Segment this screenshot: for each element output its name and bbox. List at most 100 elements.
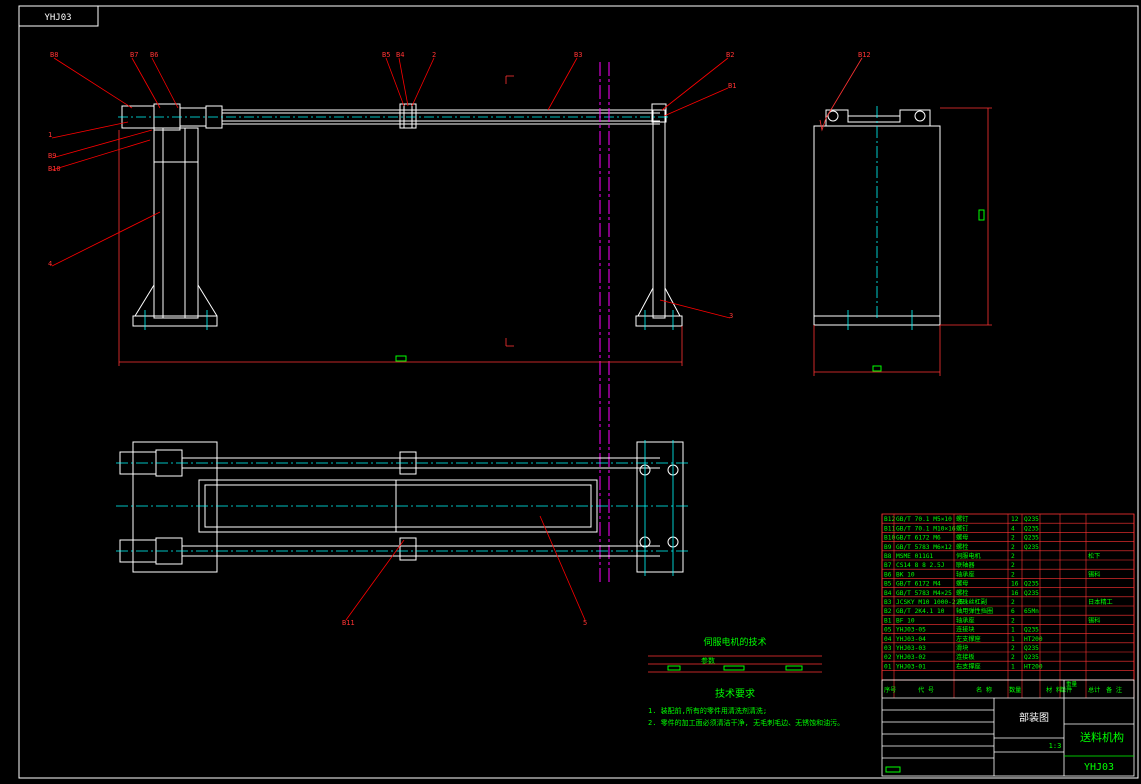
bom-no: B12 xyxy=(884,516,895,523)
bom-code: MSME 011G1 xyxy=(896,553,934,560)
servo-val-3 xyxy=(785,665,803,671)
top-centerlines xyxy=(116,440,690,576)
bom-no: B11 xyxy=(884,525,895,532)
bom-name: 滑块 xyxy=(956,644,968,652)
leader-b2: B2 xyxy=(726,51,734,59)
bom-code: YHJ03-04 xyxy=(896,636,926,643)
tech-title: 技术要求 xyxy=(715,687,755,700)
drawing-type: 部装图 xyxy=(1019,711,1049,724)
top-leader-labels: B11 5 xyxy=(342,619,587,627)
bom-code: YHJ03-03 xyxy=(896,645,926,652)
bom-code: GB/T 5783 M6×12 xyxy=(896,544,952,551)
bom-no: B10 xyxy=(884,535,895,542)
bom-note: 锡科 xyxy=(1088,570,1100,578)
bom-no: 04 xyxy=(884,636,892,643)
bom-no: B4 xyxy=(884,590,892,597)
bom-no: B8 xyxy=(884,553,892,560)
leader-b5: B5 xyxy=(382,51,390,59)
bom-no: 05 xyxy=(884,627,892,634)
leader-b9: B9 xyxy=(48,152,56,160)
top-view xyxy=(119,441,684,573)
bom-header-weight: 重量 xyxy=(1066,680,1078,688)
bom-qty: 1 xyxy=(1011,663,1015,670)
bom-name: 左支撑座 xyxy=(956,635,981,643)
bom-code: GB/T 6172 M4 xyxy=(896,581,941,588)
bom-code: CS14 8 8 2.5J xyxy=(896,562,944,569)
side-dim-height xyxy=(978,209,985,221)
side-dim-width xyxy=(872,365,882,372)
bom-qty: 16 xyxy=(1011,581,1019,588)
bom-qty: 6 xyxy=(1011,608,1015,615)
corner-code: YHJ03 xyxy=(44,13,71,23)
leader-b8: B8 xyxy=(50,51,58,59)
bom-name: 轴用弹性挡圈 xyxy=(956,607,993,615)
bom-header-cell: 序号 xyxy=(884,686,896,694)
front-leader-labels: B8 B7 B6 B5 B4 2 B3 B2 B1 1 B9 B10 4 3 xyxy=(48,51,736,320)
leader-b12: B12 xyxy=(858,51,871,59)
side-centerlines xyxy=(847,106,913,330)
drawing-scale: 1:3 xyxy=(1049,742,1062,750)
bom-name: 螺钉 xyxy=(956,515,968,523)
bom-qty: 2 xyxy=(1011,562,1015,569)
leader-1: 1 xyxy=(48,131,52,139)
bom-material: Q235 xyxy=(1024,590,1039,597)
bom-qty: 2 xyxy=(1011,544,1015,551)
bom-name: 轴承座 xyxy=(956,616,975,624)
tech-line-2: 2. 零件的加工面必须清洁干净, 无毛刺毛边、无锈蚀和油污。 xyxy=(648,718,844,727)
bom-header-cell: 备 注 xyxy=(1106,686,1122,694)
bom-qty: 2 xyxy=(1011,654,1015,661)
bom-note: 日本精工 xyxy=(1088,598,1113,606)
bom-no: 03 xyxy=(884,645,892,652)
bom-code: GB/T 70.1 M5×10 xyxy=(896,516,952,523)
servo-title: 伺服电机的技术 xyxy=(703,636,766,648)
front-leaders xyxy=(51,57,731,319)
bom-code: GB/T 2K4.1 10 xyxy=(896,608,945,615)
drawing-code: YHJ03 xyxy=(1084,762,1114,773)
bom-qty: 2 xyxy=(1011,571,1015,578)
leader-b10: B10 xyxy=(48,165,61,173)
title-block-sheet-box xyxy=(885,766,901,773)
bom-name: 伺服电机 xyxy=(956,552,982,560)
bom-no: B7 xyxy=(884,562,892,569)
bom-name: 螺栓 xyxy=(956,543,968,551)
bom-code: BK 10 xyxy=(896,571,915,578)
bom-material: Q235 xyxy=(1024,525,1039,532)
leader-b11: B11 xyxy=(342,619,355,627)
bom-no: B1 xyxy=(884,617,892,624)
bom-qty: 1 xyxy=(1011,636,1015,643)
bom-material: Q235 xyxy=(1024,516,1039,523)
bom-name: 滚珠丝杠副 xyxy=(956,598,987,606)
bom-header-cell: 代 号 xyxy=(918,686,934,694)
bom-no: B3 xyxy=(884,599,892,606)
bom-material: Q235 xyxy=(1024,544,1039,551)
bom-material: HT200 xyxy=(1024,663,1043,670)
bom-header-cell: 总计 xyxy=(1088,686,1100,694)
leader-2: 2 xyxy=(432,51,436,59)
leader-b3: B3 xyxy=(574,51,582,59)
bom-qty: 2 xyxy=(1011,645,1015,652)
leader-b7: B7 xyxy=(130,51,138,59)
bom-code: YHJ03-02 xyxy=(896,654,926,661)
bom-material: 65Mn xyxy=(1024,608,1039,615)
leader-5: 5 xyxy=(583,619,587,627)
side-view xyxy=(813,109,941,326)
front-centerlines xyxy=(118,116,674,330)
front-view xyxy=(121,103,683,327)
bom-material: Q235 xyxy=(1024,581,1039,588)
servo-val-1 xyxy=(667,665,681,671)
bom-no: 01 xyxy=(884,663,892,670)
bom-no: B2 xyxy=(884,608,892,615)
bom-header-cell: 数量 xyxy=(1009,686,1021,694)
corner-code-box xyxy=(18,5,99,27)
bom-name: 联轴器 xyxy=(956,561,975,569)
bom-qty: 2 xyxy=(1011,599,1015,606)
title-block xyxy=(881,679,1135,777)
bom-name: 轴承座 xyxy=(956,570,975,578)
drawing-name: 送料机构 xyxy=(1080,730,1124,744)
bom-name: 螺母 xyxy=(956,534,968,542)
bom-name: 螺钉 xyxy=(956,524,968,532)
servo-table xyxy=(648,655,822,673)
